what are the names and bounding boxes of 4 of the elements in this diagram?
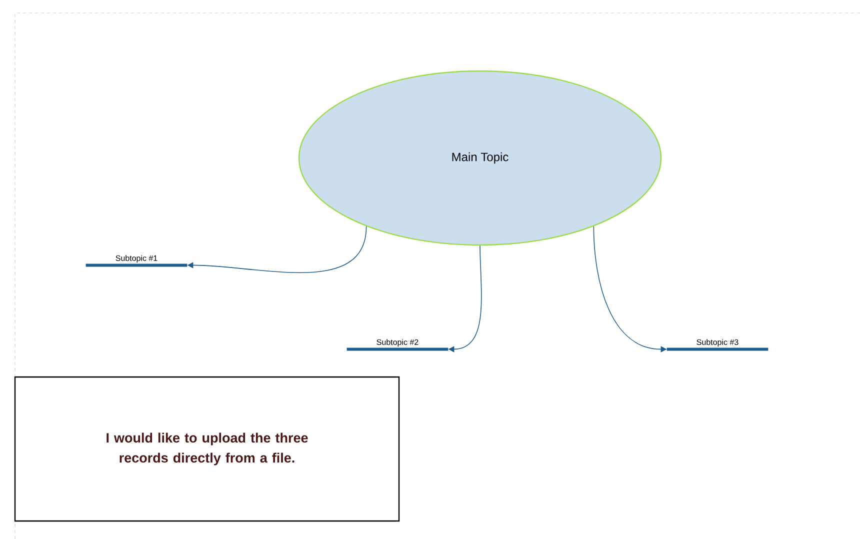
subtopic-line: Subtopic #2 bbox=[346, 339, 448, 351]
note-box: I would like to upload the three records directly from a file. bbox=[14, 376, 400, 522]
subtopic-line: Subtopic #3 bbox=[666, 339, 768, 351]
subtopic-line: Subtopic #1 bbox=[86, 255, 188, 267]
